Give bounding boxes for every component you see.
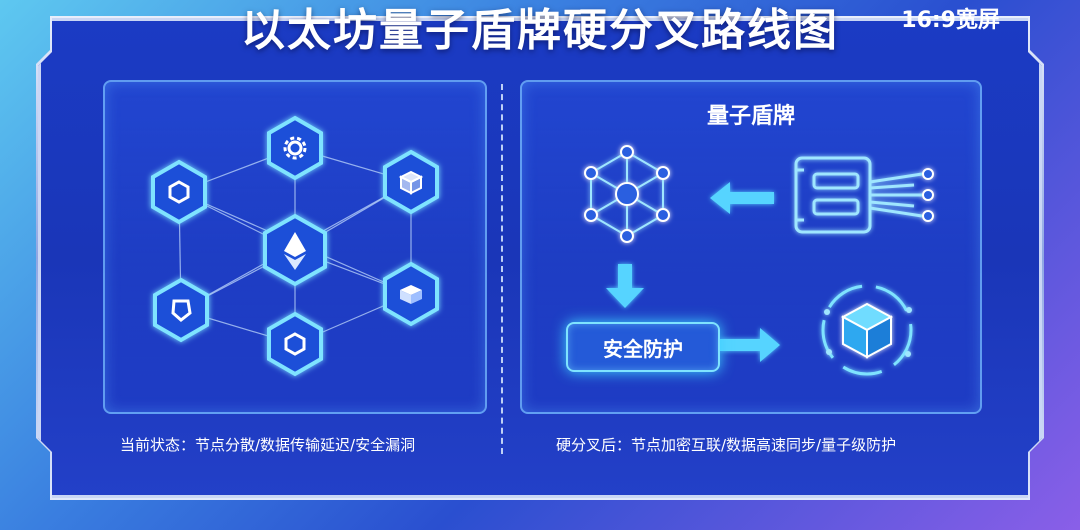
cube-icon <box>398 170 424 195</box>
security-protection-box: 安全防护 <box>566 322 720 372</box>
arrow-left-icon <box>710 182 774 214</box>
aspect-ratio-label: 16:9宽屏 <box>901 8 1000 33</box>
quantum-shield-diagram <box>584 145 934 376</box>
box-node <box>383 261 439 327</box>
node-mesh-icon <box>584 145 670 243</box>
gear-icon <box>283 136 307 160</box>
panel-divider <box>501 84 503 454</box>
panel-title: 量子盾牌 <box>706 104 795 129</box>
arrow-down-icon <box>606 264 644 308</box>
post-fork-caption: 硬分叉后：节点加密互联/数据高速同步/量子级防护 <box>556 436 897 454</box>
current-state-panel <box>103 80 487 414</box>
quantum-shield-panel: 量子盾牌 <box>520 80 982 414</box>
box-icon <box>400 285 422 304</box>
ethereum-node <box>263 213 327 287</box>
hexagon-node-bottom <box>267 311 323 377</box>
arrow-right-icon <box>720 328 780 362</box>
data-module-icon <box>794 156 934 234</box>
secure-cube-icon <box>821 284 913 376</box>
node-network-diagram <box>151 115 439 377</box>
hexagon-icon <box>168 180 190 204</box>
page-title: 以太坊量子盾牌硬分叉路线图 <box>241 5 839 56</box>
hexagon-icon <box>284 332 306 356</box>
hexagon-node-left <box>151 159 207 225</box>
cube-node <box>383 149 439 215</box>
shield-node <box>153 277 209 343</box>
current-state-caption: 当前状态：节点分散/数据传输延迟/安全漏洞 <box>120 436 416 454</box>
gear-node <box>267 115 323 181</box>
shield-icon <box>171 299 192 322</box>
ethereum-icon <box>284 232 306 270</box>
